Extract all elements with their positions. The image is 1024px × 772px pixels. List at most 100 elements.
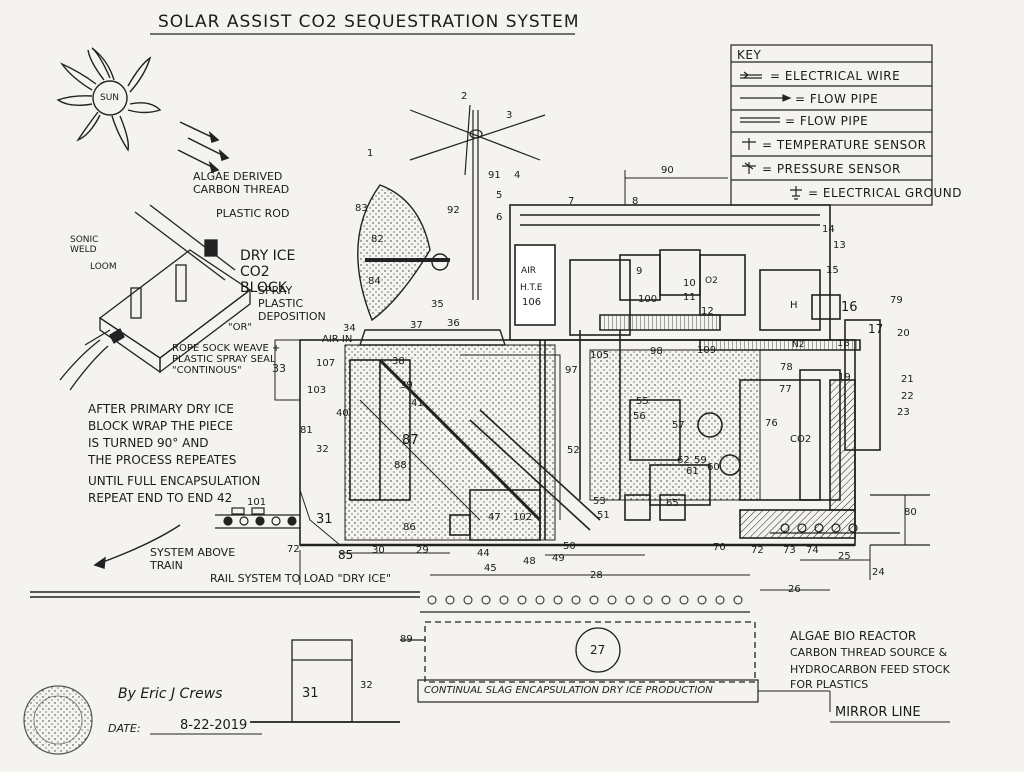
key-flow-pipe-double: = FLOW PIPE [785, 114, 869, 128]
process-note-4: THE PROCESS REPEATES [88, 453, 237, 467]
dry-ice-block-label: DRY ICE CO2 BLOCK [240, 248, 296, 296]
ref-60: 60 [707, 462, 720, 473]
ref-84: 84 [368, 276, 381, 287]
ref-28: 28 [590, 570, 603, 581]
ref-53: 53 [593, 496, 606, 507]
ref-65: 65 [666, 498, 679, 509]
ref-100: 100 [638, 294, 658, 305]
ref-2: 2 [461, 91, 468, 102]
rail-system-label: RAIL SYSTEM TO LOAD "DRY ICE" [210, 572, 392, 585]
ref-38: 38 [392, 356, 405, 367]
key-temperature-sensor: = TEMPERATURE SENSOR [762, 138, 927, 152]
ref-102: 102 [513, 512, 533, 523]
ref-70: 70 [713, 542, 726, 553]
ref-21: 21 [901, 374, 914, 385]
ref-20: 20 [897, 328, 910, 339]
ref-57: 57 [672, 420, 685, 431]
loom-label: LOOM [90, 262, 117, 272]
sunlight-arrows [177, 121, 230, 173]
ref-78: 78 [780, 362, 793, 373]
ref-83: 83 [355, 203, 368, 214]
key-electrical-ground: = ELECTRICAL GROUND [808, 186, 962, 200]
key-pressure-sensor: = PRESSURE SENSOR [762, 162, 901, 176]
block-31-detail [250, 639, 400, 723]
key-electrical-wire: = ELECTRICAL WIRE [770, 69, 901, 83]
ref-72-left: 72 [287, 544, 300, 555]
right-conveyor [770, 494, 930, 546]
process-note-2: BLOCK WRAP THE PIECE [88, 419, 234, 433]
ref-109: 109 [697, 345, 717, 356]
algae-bio-reactor [400, 611, 756, 683]
ref-107: 107 [316, 358, 336, 369]
air-tank-label: AIR [521, 266, 537, 276]
ref-91: 91 [488, 170, 501, 181]
ref-17: 17 [868, 322, 884, 336]
ref-81: 81 [300, 425, 313, 436]
air-in-label: AIR IN [322, 334, 353, 345]
signature-date: 8-22-2019 [180, 718, 248, 733]
rail-line [30, 524, 420, 598]
ref-12: 12 [701, 306, 714, 317]
dimension-lines [299, 170, 906, 591]
ref-52: 52 [567, 445, 580, 456]
ref-62: 62 [677, 455, 690, 466]
ref-29: 29 [416, 545, 429, 556]
ref-92: 92 [447, 205, 460, 216]
plastic-rod-label: PLASTIC ROD [216, 207, 290, 220]
process-note-6: REPEAT END TO END 42 [88, 491, 233, 505]
ref-49: 49 [552, 553, 565, 564]
sun-drawing [56, 47, 162, 152]
ref-33: 33 [272, 362, 286, 375]
ref-37: 37 [410, 320, 423, 331]
ref-3: 3 [506, 110, 513, 121]
seal-stamp [23, 685, 93, 755]
ref-79: 79 [890, 295, 903, 306]
ref-1: 1 [367, 148, 374, 159]
ref-103: 103 [307, 385, 327, 396]
process-note-3: IS TURNED 90° AND [88, 436, 209, 450]
ref-47: 47 [488, 512, 501, 523]
ref-105: 105 [590, 350, 610, 361]
n2-label: N2 [792, 340, 805, 350]
ref-73: 73 [783, 545, 796, 556]
hte-label: H.T.E [520, 283, 543, 293]
ref-5: 5 [496, 190, 503, 201]
ref-82: 82 [371, 234, 384, 245]
parabolic-mirror [357, 184, 506, 346]
ref-76: 76 [765, 418, 778, 429]
ref-14: 14 [822, 224, 835, 235]
ref-80: 80 [904, 507, 917, 518]
ref-30: 30 [372, 545, 385, 556]
ref-10: 10 [683, 278, 696, 289]
ref-61: 61 [686, 466, 699, 477]
ref-7: 7 [568, 196, 575, 207]
ref-31: 31 [316, 512, 333, 527]
ref-18: 18 [837, 338, 850, 349]
ref-6: 6 [496, 212, 503, 223]
ref-87: 87 [402, 433, 419, 448]
key-heading: KEY [737, 48, 762, 62]
ref-34: 34 [343, 323, 356, 334]
ref-24: 24 [872, 567, 885, 578]
dry-ice-block-detail [59, 204, 252, 391]
process-note-1: AFTER PRIMARY DRY ICE [88, 402, 234, 416]
ref-16: 16 [841, 300, 858, 315]
date-label: DATE: [108, 722, 141, 735]
ref-106: 106 [522, 297, 542, 308]
continual-label: CONTINUAL SLAG ENCAPSULATION DRY ICE PRO… [424, 685, 713, 696]
ref-22: 22 [901, 391, 914, 402]
main-plant-building [274, 204, 881, 547]
solar-collector-tower [409, 104, 546, 300]
ref-41: 41 [411, 398, 424, 409]
left-conveyor [215, 507, 300, 529]
ref-59: 59 [694, 455, 707, 466]
ref-39: 39 [400, 380, 413, 391]
ref-8: 8 [632, 196, 639, 207]
key-box [730, 44, 933, 206]
ref-31-detail: 31 [302, 686, 319, 701]
algae-reactor-line-4: FOR PLASTICS [790, 678, 869, 691]
ref-45: 45 [484, 563, 497, 574]
ref-27: 27 [590, 643, 606, 657]
ref-48: 48 [523, 556, 536, 567]
